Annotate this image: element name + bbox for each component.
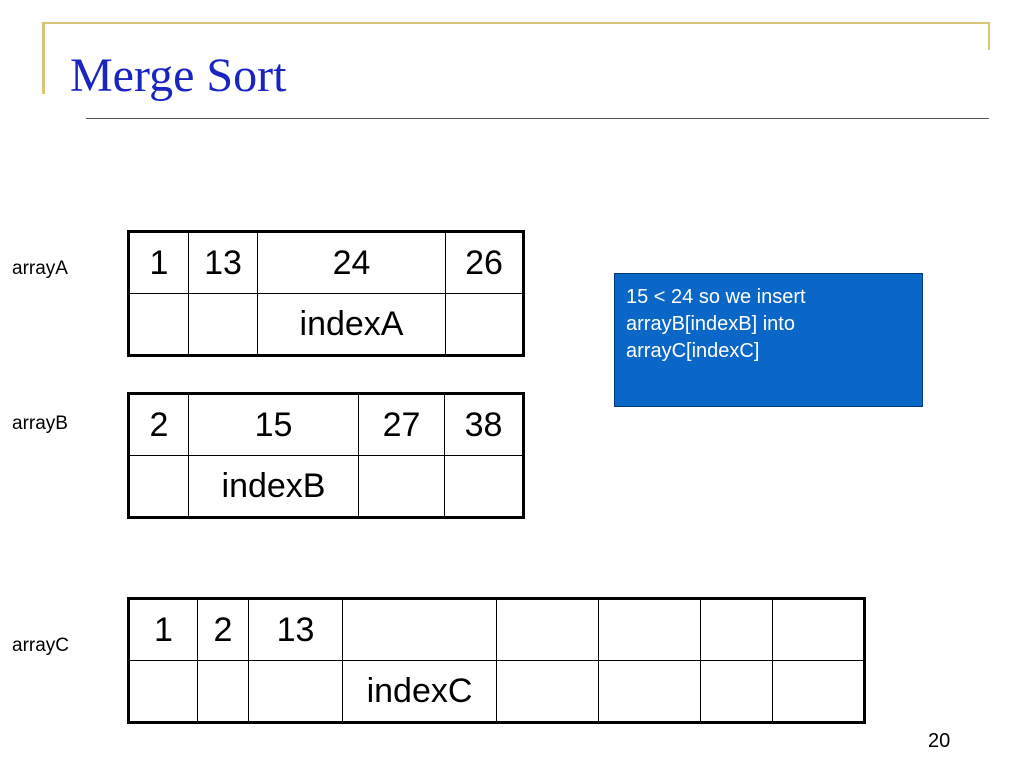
arrayB-index-cell-3 [444,455,524,518]
arrayB-index-pointer: indexB [188,455,359,518]
arrayA-index-row: indexA [128,293,524,356]
arrayC-index-pointer: indexC [342,660,497,723]
arrayA-cell-0: 1 [128,231,189,294]
arrayA-index-cell-1 [188,293,258,356]
label-arrayA: arrayA [12,258,68,279]
title-underline [86,118,989,119]
arrayB-index-row: indexB [128,455,524,518]
arrayA-cell-2: 24 [257,231,446,294]
callout-line-2: arrayB[indexB] into [626,313,795,335]
arrayC-table: 1 2 13 indexC [127,597,866,724]
arrayC-index-cell-5 [598,660,701,723]
label-arrayB: arrayB [12,413,68,434]
arrayB-values-row: 2 15 27 38 [128,393,524,456]
arrayC-cell-6 [700,598,773,661]
arrayC-cell-1: 2 [197,598,249,661]
arrayA-index-cell-3 [445,293,524,356]
arrayC-cell-3 [342,598,497,661]
arrayC-cell-0: 1 [128,598,198,661]
arrayC-index-cell-2 [248,660,343,723]
arrayB-cell-0: 2 [128,393,189,456]
arrayB-cell-3: 38 [444,393,524,456]
arrayA-values-row: 1 13 24 26 [128,231,524,294]
arrayC-index-cell-6 [700,660,773,723]
slide-frame-left-line [42,22,45,94]
arrayA-index-pointer: indexA [257,293,446,356]
page-number: 20 [928,730,951,752]
label-arrayC: arrayC [12,635,70,656]
arrayB-index-cell-2 [358,455,445,518]
arrayC-cell-2: 13 [248,598,343,661]
arrayB-cell-2: 27 [358,393,445,456]
arrayC-values-row: 1 2 13 [128,598,865,661]
arrayC-index-cell-7 [772,660,865,723]
arrayA-table: 1 13 24 26 indexA [127,230,525,357]
slide-frame-top-line [42,22,990,24]
explanation-callout: 15 < 24 so we insert arrayB[indexB] into… [614,273,923,407]
arrayB-table: 2 15 27 38 indexB [127,392,525,519]
arrayC-index-row: indexC [128,660,865,723]
arrayC-cell-5 [598,598,701,661]
callout-line-1: 15 < 24 so we insert [626,286,806,308]
arrayA-cell-1: 13 [188,231,258,294]
callout-line-3: arrayC[indexC] [626,340,760,362]
arrayB-index-cell-0 [128,455,189,518]
arrayC-cell-4 [496,598,599,661]
arrayC-index-cell-4 [496,660,599,723]
slide-frame-right-line [988,22,990,50]
arrayC-index-cell-0 [128,660,198,723]
slide-title: Merge Sort [70,49,287,102]
arrayC-index-cell-1 [197,660,249,723]
arrayC-cell-7 [772,598,865,661]
arrayB-cell-1: 15 [188,393,359,456]
arrayA-index-cell-0 [128,293,189,356]
arrayA-cell-3: 26 [445,231,524,294]
